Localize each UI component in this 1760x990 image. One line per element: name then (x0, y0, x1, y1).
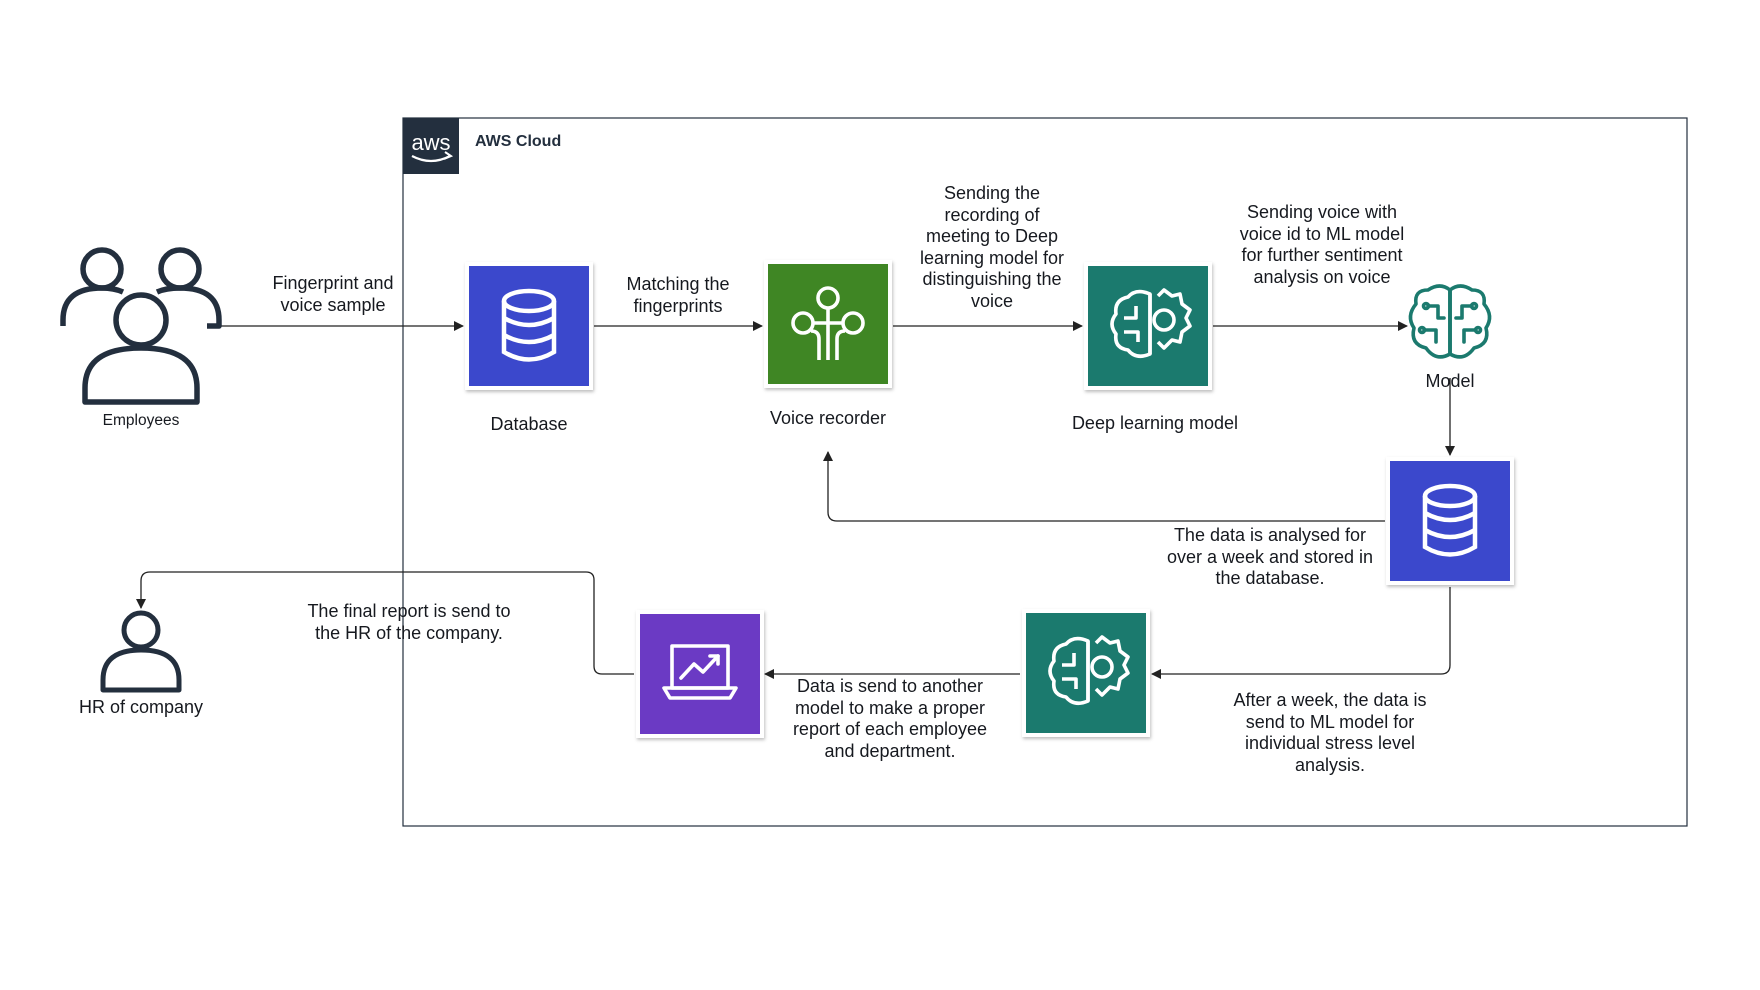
edge-analytics-hr (136, 571, 634, 675)
database-storage-icon (1386, 457, 1514, 585)
hr-label: HR of company (78, 697, 204, 717)
edge-label-data-analysed: The data is analysed for over a week and… (1166, 525, 1374, 588)
edge-label-fingerprint: Fingerprint and voice sample (272, 273, 394, 315)
database-service-icon (465, 262, 593, 390)
edge-label-sending-voice: Sending voice with voice id to ML model … (1239, 202, 1405, 287)
aws-logo-badge (403, 118, 459, 174)
employees-icon (60, 247, 222, 405)
voice-recorder-label: Voice recorder (769, 408, 887, 428)
edge-label-data-send: Data is send to another model to make a … (792, 676, 988, 761)
employees-label: Employees (102, 412, 180, 429)
aws-cloud-group (402, 117, 1688, 827)
report-analytics-icon (636, 610, 764, 738)
connectors (136, 321, 1455, 679)
deep-learning-model-label: Deep learning model (1071, 413, 1239, 433)
edge-database2-recorder (823, 451, 1385, 522)
edge-label-matching: Matching the fingerprints (626, 274, 730, 316)
model-brain-icon (1408, 284, 1492, 359)
ml-stress-analysis-icon (1022, 609, 1150, 737)
aws-cloud-title: AWS Cloud (475, 133, 562, 150)
edge-label-after-week: After a week, the data is send to ML mod… (1233, 690, 1427, 775)
edge-label-sending-recording: Sending the recording of meeting to Deep… (919, 183, 1065, 311)
voice-recorder-service-icon (764, 260, 892, 388)
aws-logo-icon: aws (411, 130, 450, 155)
edge-database2-ml2 (1151, 587, 1451, 679)
edge-label-final-report: The final report is send to the HR of th… (307, 601, 511, 643)
database-label: Database (490, 414, 568, 434)
hr-person-icon (100, 610, 182, 693)
deep-learning-service-icon (1084, 262, 1212, 390)
model-label: Model (1425, 371, 1475, 391)
